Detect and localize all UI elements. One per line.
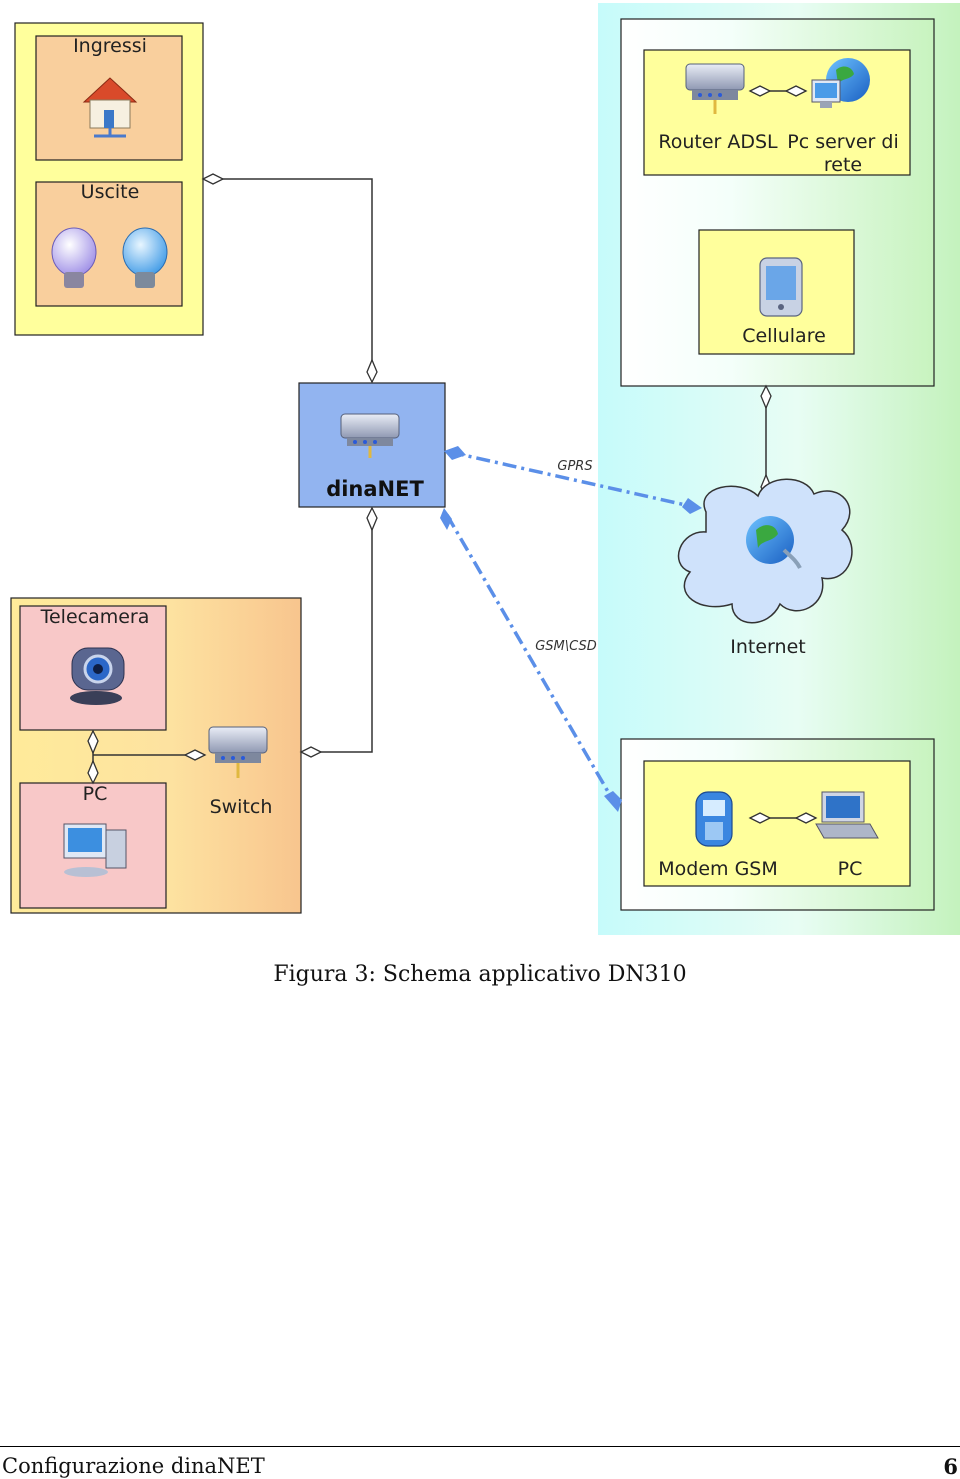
connector-end	[748, 85, 772, 97]
figure-caption: Figura 3: Schema applicativo DN310	[273, 962, 687, 987]
switch-icon	[208, 726, 268, 778]
page-number: 6	[943, 1454, 958, 1479]
house-icon	[82, 77, 138, 138]
connector-end	[748, 812, 772, 824]
pc-server-label-line1: Pc server di	[787, 131, 898, 153]
cloud-globe-icon	[746, 516, 802, 569]
connector-end	[299, 746, 323, 758]
router-icon	[685, 63, 745, 114]
footer-rule	[0, 1446, 960, 1447]
footer-title: Configurazione dinaNET	[2, 1454, 265, 1478]
connector-end	[183, 749, 207, 761]
router-adsl-label: Router ADSL	[658, 131, 778, 153]
desktop-pc-icon	[63, 823, 127, 877]
laptop-icon	[815, 791, 879, 839]
connector-end	[366, 358, 378, 384]
internet-label: Internet	[730, 636, 805, 658]
connector-end	[366, 506, 378, 532]
bulb-blue-icon	[122, 227, 168, 288]
network-diagram: Ingressi Uscite Router ADSL Pc server di…	[10, 3, 960, 935]
gprs-label: GPRS	[557, 459, 592, 474]
uscite-label: Uscite	[81, 181, 140, 203]
switch-label: Switch	[210, 796, 273, 818]
mobile-phone-icon	[695, 791, 733, 847]
gsm-csd-label: GSM\CSD	[535, 639, 597, 654]
link-gprs	[444, 446, 702, 514]
telecamera-label: Telecamera	[40, 606, 150, 628]
link-gsm-csd	[440, 508, 622, 812]
modem-gsm-label: Modem GSM	[658, 858, 778, 880]
ingressi-label: Ingressi	[73, 35, 147, 57]
webcam-icon	[70, 647, 125, 705]
connector-end	[201, 173, 225, 185]
pc-remote-label: PC	[838, 858, 863, 880]
connector-end	[760, 384, 772, 410]
cellphone-icon	[759, 257, 803, 317]
connector-end	[87, 759, 99, 785]
connector-end	[87, 729, 99, 755]
bulb-purple-icon	[51, 227, 97, 288]
connector-io-dinanet	[203, 178, 373, 382]
pc-local-label: PC	[83, 783, 108, 805]
dinanet-device-icon	[340, 413, 400, 458]
cellulare-label: Cellulare	[742, 325, 826, 347]
dinanet-label: dinaNET	[326, 477, 424, 501]
globe-pc-icon	[811, 58, 870, 108]
connector-end	[784, 85, 808, 97]
connector-dinanet-local	[301, 508, 373, 753]
pc-server-label-line2: rete	[824, 154, 862, 176]
connector-end	[794, 812, 818, 824]
router-pc-box	[643, 49, 911, 176]
